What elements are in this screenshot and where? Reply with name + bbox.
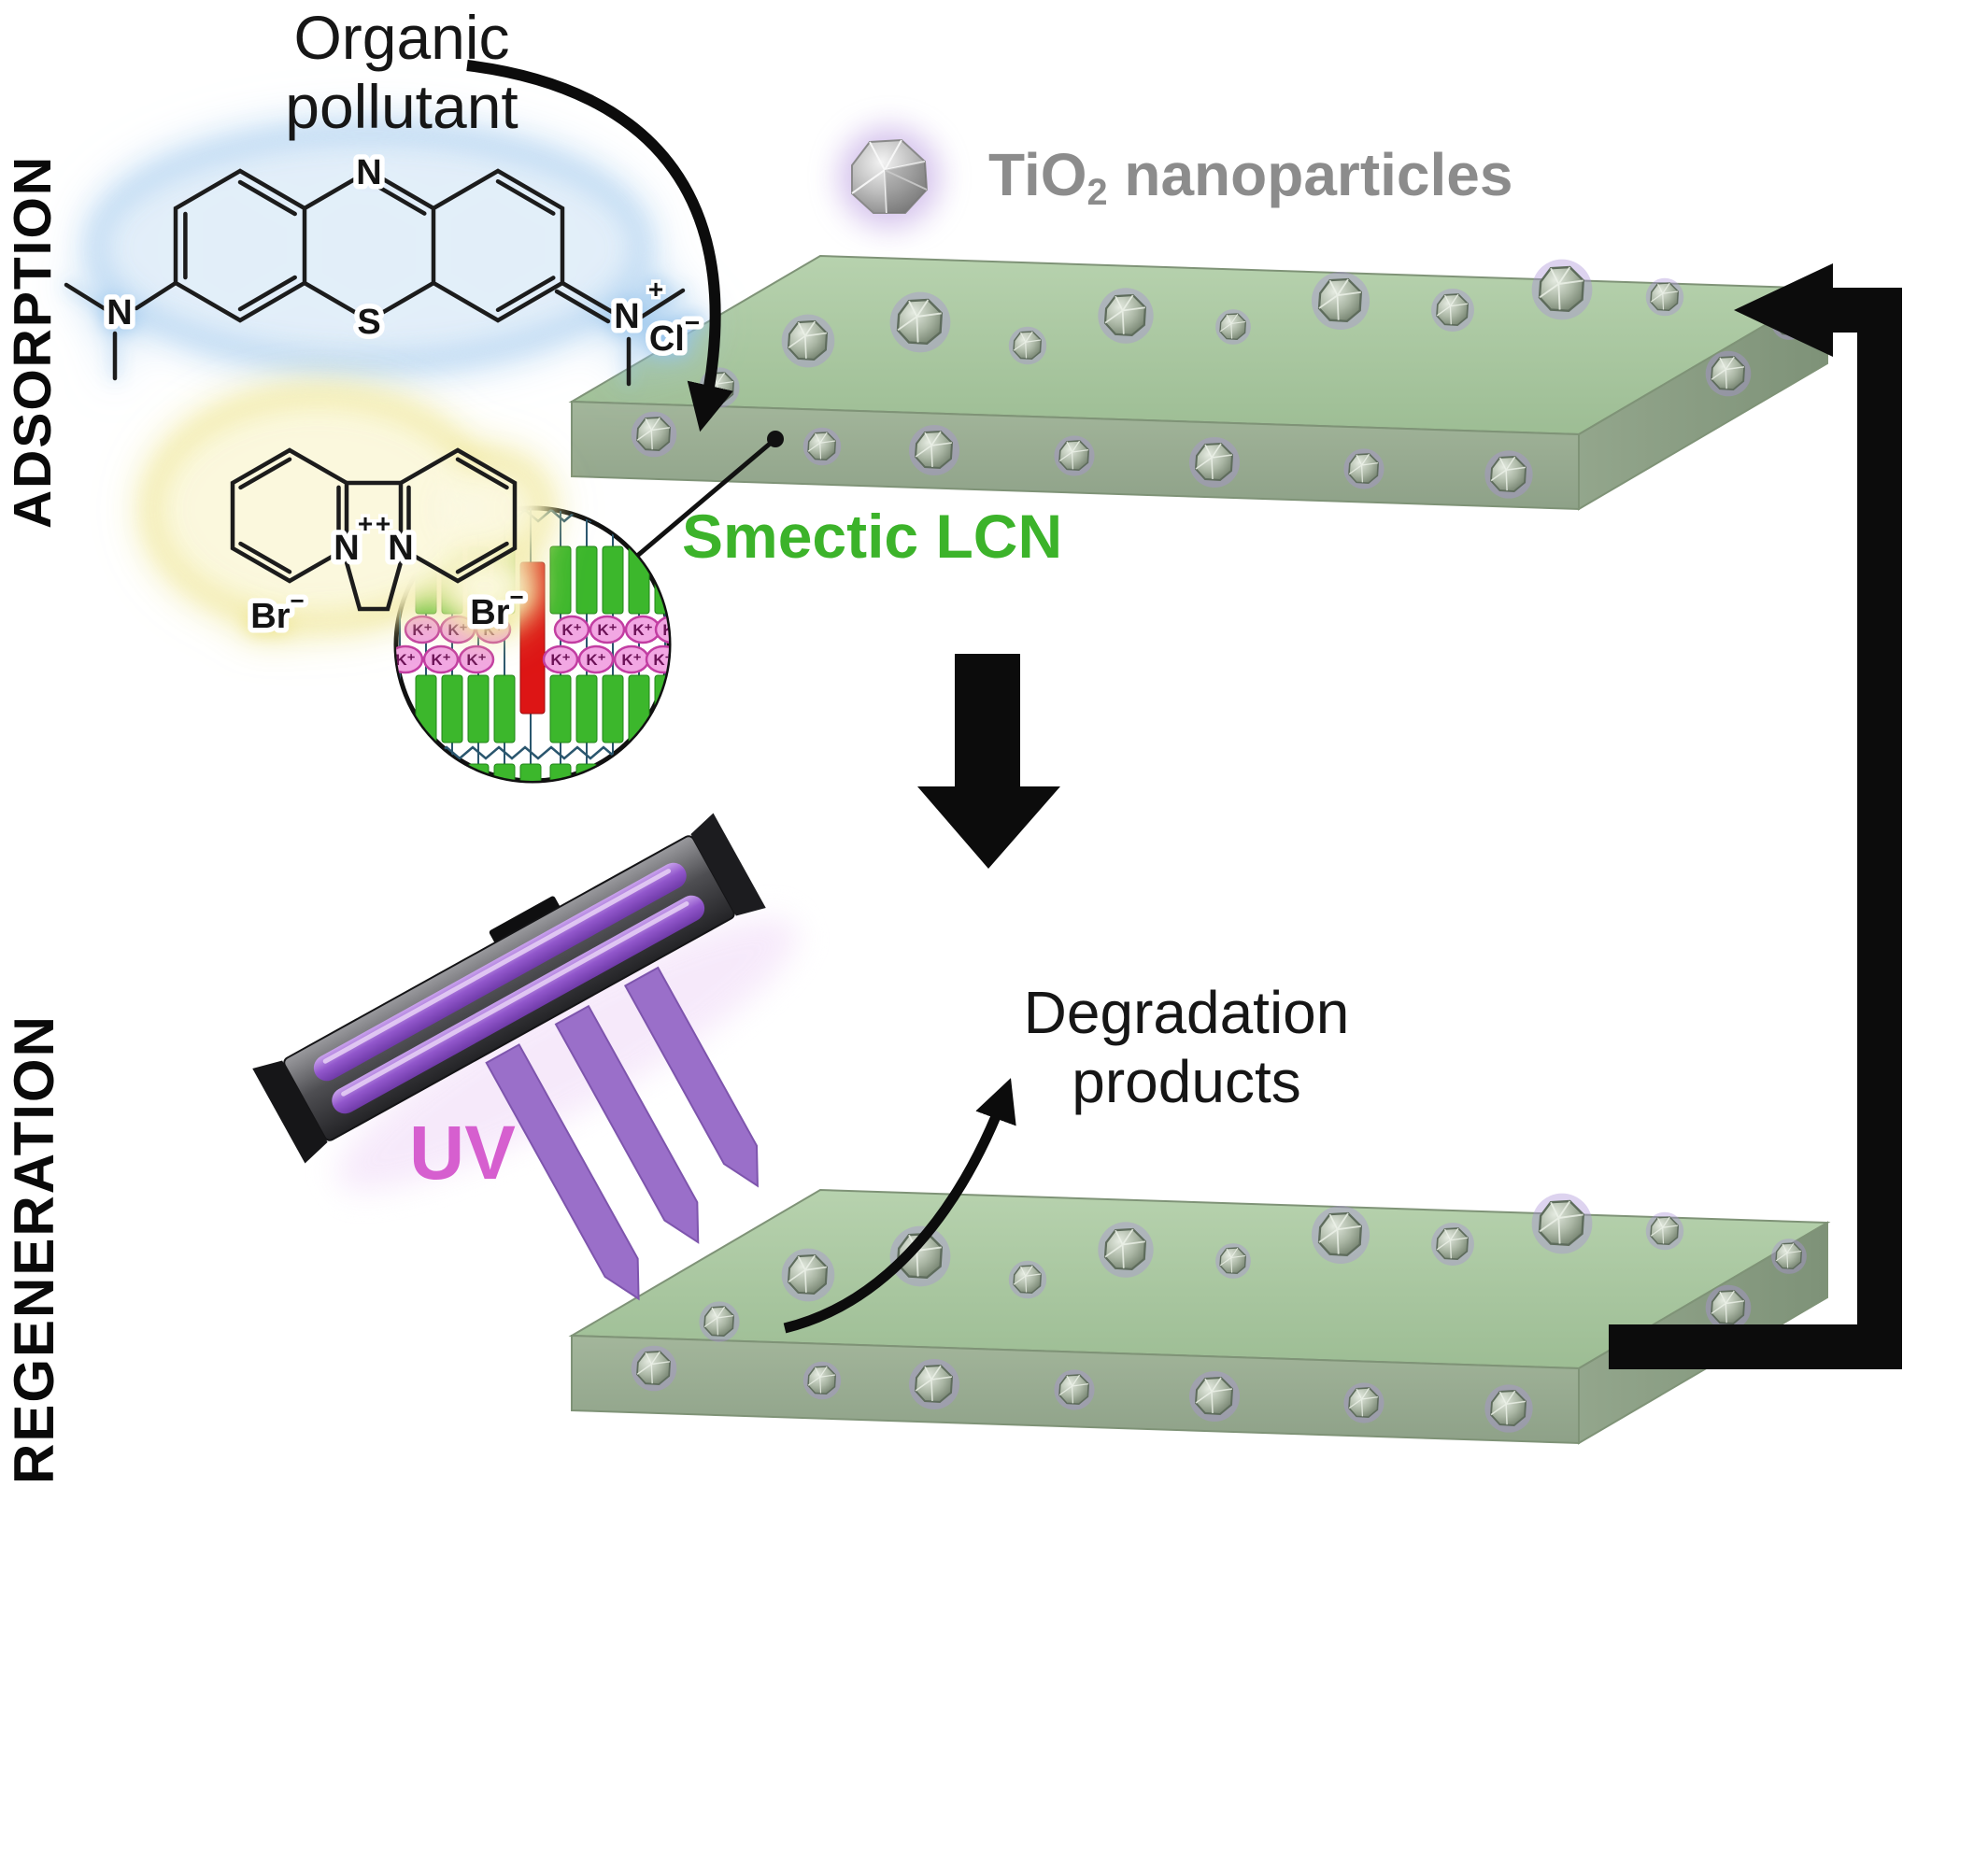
organic-pollutant-label: Organic pollutant [159,3,645,142]
lamp-endcap-right [690,813,766,916]
k-ion-label: K⁺ [621,651,641,669]
tio2-suffix: nanoparticles [1107,141,1513,208]
mb-chloride-symbol: Cl [649,319,685,359]
tio2-prefix: TiO [988,141,1087,208]
adsorption-section-label: ADSORPTION [3,154,63,529]
k-ion-label: K⁺ [653,651,673,669]
organic-pollutant-line1: Organic [293,3,510,72]
bromide-right-charge: − [510,583,524,611]
tio2-subscript: 2 [1086,171,1108,213]
degradation-line1: Degradation [1023,979,1350,1046]
k-ion-label: K⁺ [597,621,617,639]
mb-iminium-nitrogen: N [614,297,639,336]
diquat-nitrogen-right: N [388,529,413,568]
mb-iminium-charge: + [648,275,663,304]
k-ion-label: K⁺ [412,621,432,639]
lamp-slot [489,896,561,944]
k-ion-label: K⁺ [483,621,503,639]
degradation-arrow [783,1078,1016,1334]
lamp-tube-lower [332,895,705,1114]
k-ion-label: K⁺ [561,621,581,639]
smectic-lcn-label: Smectic LCN [682,502,1063,571]
bromide-right-symbol: Br [470,593,509,632]
diquat-charge-left: + [358,509,373,538]
lamp-tube-upper [313,862,687,1082]
k-ion-label: K⁺ [586,651,605,669]
mb-ring-sulfur: S [357,303,380,342]
k-ion-label: K⁺ [431,651,450,669]
organic-pollutant-line2: pollutant [285,71,518,141]
crosslinker-rod [519,561,546,715]
k-ion-label: K⁺ [466,651,486,669]
regeneration-section-label: REGENERATION [3,1014,65,1484]
degradation-line2: products [1072,1047,1301,1115]
lamp-endcap-left [252,1060,328,1164]
pollutant-arrow [466,60,733,432]
k-ion-label: K⁺ [662,621,682,639]
k-ion-label: K⁺ [447,621,467,639]
diquat-nitrogen-left: N [334,529,359,568]
diquat-charge-right: + [376,509,390,538]
mb-ring-nitrogen: N [356,153,381,192]
lcn-film-top [572,256,1827,509]
lamp-glow [336,918,798,1191]
tio2-nanoparticles-label: TiO2 nanoparticles [988,140,1512,214]
methylene-blue-structure: N S N N + Cl− [64,135,705,387]
mb-amine-nitrogen: N [106,293,132,333]
adsorption-site-dot [767,431,784,447]
mb-chloride-charge: − [685,308,700,337]
tio2-legend-icon [839,127,940,228]
recycle-arrow [1609,263,1902,1369]
inset-pointer-line [634,437,777,559]
k-ion-label: K⁺ [395,651,415,669]
lcn-film-bottom [572,1190,1827,1443]
potassium-ions: K⁺ K⁺ K⁺ K⁺ K⁺ K⁺ K⁺ K⁺ K⁺ K⁺ K⁺ K⁺ K⁺ K… [395,615,682,674]
k-ion-label: K⁺ [632,621,652,639]
bromide-left-symbol: Br [250,597,290,636]
k-ion-label: K⁺ [550,651,570,669]
degradation-products-label: Degradation products [972,979,1401,1116]
mb-chloride-label: Cl− [649,308,700,359]
uv-beams [485,966,759,1301]
uv-lamp [252,813,798,1301]
diquat-bromide-left: Br− [250,587,304,636]
bromide-left-charge: − [291,587,305,615]
uv-label: UV [409,1111,516,1196]
downward-arrow [917,654,1060,869]
diquat-structure: N N + + Br− Br− [154,399,542,642]
